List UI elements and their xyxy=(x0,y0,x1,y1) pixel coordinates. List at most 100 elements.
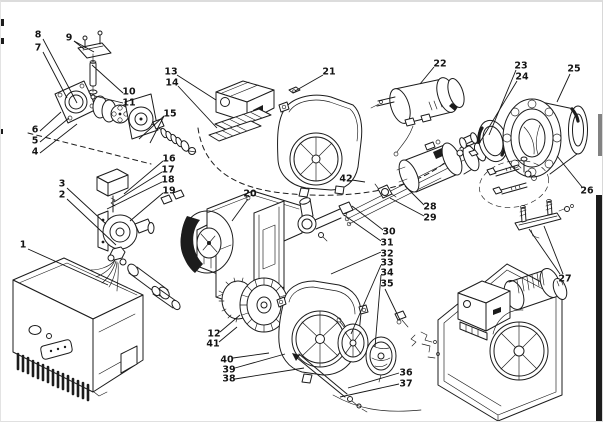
leader-line-40 xyxy=(232,352,270,359)
part-number-36: 36 xyxy=(399,368,413,379)
leader-line-24 xyxy=(479,80,518,143)
leader-line-15 xyxy=(138,115,165,140)
part-number-42: 42 xyxy=(339,174,352,185)
leader-line-13 xyxy=(176,74,217,101)
part-number-8: 8 xyxy=(35,30,42,41)
leader-line-16 xyxy=(123,160,164,195)
part-number-3: 3 xyxy=(59,179,66,190)
part-number-28: 28 xyxy=(423,202,437,213)
leader-line-29 xyxy=(389,197,425,217)
leader-line-27 xyxy=(543,225,564,275)
leader-line-30 xyxy=(351,205,384,231)
leader-line-10 xyxy=(91,64,124,94)
leader-line-14 xyxy=(177,85,218,129)
leader-line-41 xyxy=(218,326,238,343)
part-number-11: 11 xyxy=(122,98,135,109)
leader-line-26 xyxy=(556,155,583,188)
terminal-blocks-drawing xyxy=(208,108,272,142)
leader-line-33 xyxy=(350,264,382,335)
leader-line-15 xyxy=(149,115,165,144)
leader-line-6 xyxy=(39,111,62,132)
leader-line-32 xyxy=(330,251,382,275)
bolt-set-drawing xyxy=(478,156,550,208)
part-number-41: 41 xyxy=(206,339,219,350)
diffuser-discs-drawing xyxy=(337,310,409,383)
part-number-40: 40 xyxy=(220,355,234,366)
leader-line-17 xyxy=(113,171,163,203)
leader-line-5 xyxy=(39,117,70,143)
part-number-15: 15 xyxy=(163,109,176,120)
part-number-32: 32 xyxy=(380,249,393,260)
leader-line-27 xyxy=(528,228,561,275)
part-number-10: 10 xyxy=(122,87,136,98)
leader-line-42 xyxy=(351,179,366,183)
leader-line-31 xyxy=(343,214,382,242)
leader-line-12 xyxy=(219,314,241,333)
electrode-rod-drawing xyxy=(292,353,422,413)
part-number-9: 9 xyxy=(66,33,73,44)
chassis-drawing xyxy=(206,190,303,307)
leader-line-11 xyxy=(94,95,124,104)
leader-line-23 xyxy=(488,69,517,136)
part-number-21: 21 xyxy=(322,67,335,78)
burner-tube-drawing xyxy=(374,139,487,199)
leader-line-18 xyxy=(106,181,163,210)
part-number-30: 30 xyxy=(382,227,396,238)
assembled-burner-drawing xyxy=(410,263,568,421)
part-number-1: 1 xyxy=(20,240,27,251)
part-number-17: 17 xyxy=(161,165,174,176)
leader-line-25 xyxy=(556,73,571,103)
adjuster-bracket-drawing xyxy=(77,30,112,103)
fan-wheel-drawing xyxy=(218,277,289,333)
part-number-33: 33 xyxy=(380,258,393,269)
leader-line-19 xyxy=(129,192,164,222)
leader-line-4 xyxy=(39,123,78,154)
part-number-22: 22 xyxy=(433,59,446,70)
leader-line-22 xyxy=(419,66,435,85)
mounting-bracket-drawing xyxy=(514,199,574,239)
part-number-16: 16 xyxy=(162,154,176,165)
part-number-31: 31 xyxy=(380,238,393,249)
part-number-6: 6 xyxy=(32,125,39,136)
leader-line-34 xyxy=(374,274,382,348)
part-number-34: 34 xyxy=(380,268,394,279)
coupling-ring-drawing xyxy=(456,119,509,163)
part-number-13: 13 xyxy=(164,67,177,78)
blower-housing-top-drawing xyxy=(277,94,363,198)
motor-drawing xyxy=(370,77,465,157)
part-number-25: 25 xyxy=(567,64,580,75)
leader-line-2 xyxy=(66,198,117,246)
part-number-29: 29 xyxy=(423,213,436,224)
part-number-12: 12 xyxy=(207,329,220,340)
leader-line-20 xyxy=(231,198,249,222)
leader-line-37 xyxy=(339,383,400,398)
air-scroll-drawing xyxy=(180,210,234,274)
leader-line-35 xyxy=(384,288,401,321)
leader-line-9 xyxy=(73,40,95,53)
leader-line-3 xyxy=(66,187,107,225)
part-number-37: 37 xyxy=(399,379,412,390)
part-number-38: 38 xyxy=(222,374,236,385)
nozzle-assembly-drawing xyxy=(297,150,473,242)
part-number-24: 24 xyxy=(515,72,529,83)
part-number-18: 18 xyxy=(161,175,175,186)
part-number-35: 35 xyxy=(380,279,393,290)
leader-line-38 xyxy=(234,367,305,380)
part-number-7: 7 xyxy=(35,43,42,54)
part-number-20: 20 xyxy=(243,189,257,200)
part-number-14: 14 xyxy=(165,78,179,89)
leader-line-1 xyxy=(27,248,109,286)
part-number-5: 5 xyxy=(32,136,39,147)
part-number-4: 4 xyxy=(32,147,39,158)
part-number-19: 19 xyxy=(162,186,175,197)
leader-line-39 xyxy=(234,353,286,369)
burner-cover-drawing xyxy=(12,257,144,402)
leader-line-21 xyxy=(294,74,324,92)
part-number-23: 23 xyxy=(514,61,527,72)
part-number-27: 27 xyxy=(558,274,571,285)
leader-line-8 xyxy=(42,38,78,104)
part-number-26: 26 xyxy=(580,186,594,197)
